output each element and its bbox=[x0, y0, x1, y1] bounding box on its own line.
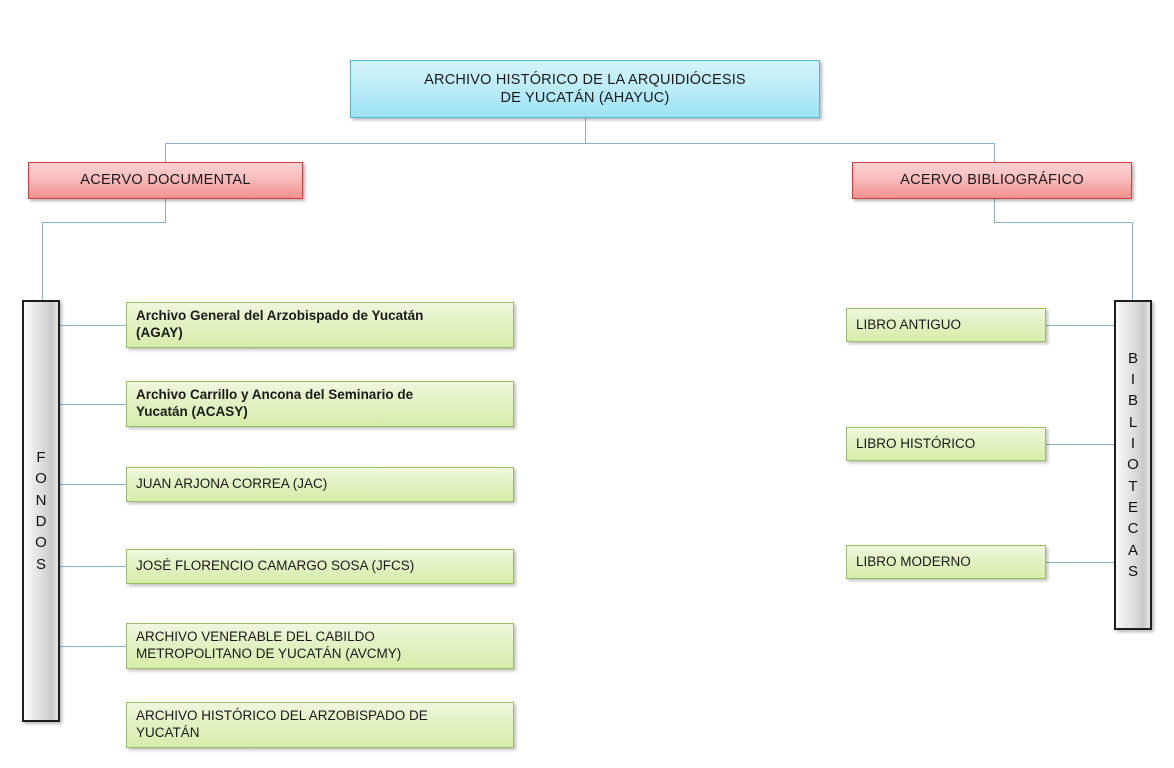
connector-bibliografico-stem bbox=[994, 199, 995, 223]
connector-bus-to-documental bbox=[165, 143, 166, 162]
connector-root-bus bbox=[165, 143, 995, 144]
connector-documental-to-fondos bbox=[42, 222, 43, 300]
bibliotecas-letter-b1: B bbox=[1127, 349, 1138, 367]
connector-fondos-leaf-4 bbox=[60, 566, 126, 567]
connector-fondos-leaf-3 bbox=[60, 484, 126, 485]
bibliotecas-letter-i1: I bbox=[1130, 371, 1136, 389]
fondos-letter-n: N bbox=[35, 491, 47, 509]
node-root-line2: DE YUCATÁN (AHAYUC) bbox=[500, 90, 670, 106]
connector-bus-to-bibliografico bbox=[994, 143, 995, 162]
fondos-letter-d: D bbox=[35, 513, 47, 530]
biblioteca-item-libro-antiguo-label: LIBRO ANTIGUO bbox=[856, 316, 962, 332]
fondos-item-acasy-line2: Yucatán (ACASY) bbox=[136, 404, 248, 419]
connector-bibliotecas-leaf-1 bbox=[1046, 325, 1114, 326]
node-fondos-item-avcmy[interactable]: ARCHIVO VENERABLE DEL CABILDO METROPOLIT… bbox=[126, 623, 514, 669]
fondos-letter-o2: O bbox=[35, 534, 47, 552]
fondos-item-avcmy-line1: ARCHIVO VENERABLE DEL CABILDO bbox=[136, 629, 375, 645]
node-root-line1: ARCHIVO HISTÓRICO DE LA ARQUIDIÓCESIS bbox=[424, 71, 746, 88]
node-fondos-item-acasy[interactable]: Archivo Carrillo y Ancona del Seminario … bbox=[126, 381, 514, 427]
node-spine-fondos[interactable]: F O N D O S bbox=[22, 300, 60, 722]
node-biblioteca-item-libro-moderno[interactable]: LIBRO MODERNO bbox=[846, 545, 1046, 579]
fondos-item-agay-line1: Archivo General del Arzobispado de Yucat… bbox=[136, 308, 424, 324]
connector-documental-stem bbox=[165, 199, 166, 223]
fondos-item-acasy-line1: Archivo Carrillo y Ancona del Seminario … bbox=[136, 387, 414, 403]
node-fondos-item-jfcs[interactable]: JOSÉ FLORENCIO CAMARGO SOSA (JFCS) bbox=[126, 549, 514, 584]
bibliotecas-letter-i2: I bbox=[1130, 435, 1136, 453]
fondos-letter-o1: O bbox=[35, 470, 47, 488]
fondos-letter-s: S bbox=[35, 555, 46, 573]
node-fondos-item-jac[interactable]: JUAN ARJONA CORREA (JAC) bbox=[126, 467, 514, 502]
node-acervo-bibliografico-label: ACERVO BIBLIOGRÁFICO bbox=[900, 172, 1084, 189]
bibliotecas-letter-c: C bbox=[1127, 520, 1139, 538]
connector-bibliotecas-leaf-2 bbox=[1046, 444, 1114, 445]
bibliotecas-letter-s2: S bbox=[1127, 562, 1138, 580]
bibliotecas-letter-o: O bbox=[1127, 456, 1139, 474]
node-biblioteca-item-libro-antiguo[interactable]: LIBRO ANTIGUO bbox=[846, 308, 1046, 342]
fondos-item-ahay-line1: ARCHIVO HISTÓRICO DEL ARZOBISPADO DE bbox=[136, 708, 428, 724]
node-fondos-item-ahay[interactable]: ARCHIVO HISTÓRICO DEL ARZOBISPADO DE YUC… bbox=[126, 702, 514, 748]
node-fondos-item-agay[interactable]: Archivo General del Arzobispado de Yucat… bbox=[126, 302, 514, 348]
fondos-item-agay-line2: (AGAY) bbox=[136, 325, 183, 340]
fondos-item-jfcs-label: JOSÉ FLORENCIO CAMARGO SOSA (JFCS) bbox=[136, 558, 415, 574]
node-biblioteca-item-libro-historico[interactable]: LIBRO HISTÓRICO bbox=[846, 427, 1046, 461]
connector-documental-elbow bbox=[42, 222, 166, 223]
connector-fondos-leaf-5 bbox=[60, 646, 126, 647]
connector-bibliotecas-leaf-3 bbox=[1046, 562, 1114, 563]
bibliotecas-letter-t: T bbox=[1128, 477, 1138, 495]
node-root-ahayuc[interactable]: ARCHIVO HISTÓRICO DE LA ARQUIDIÓCESIS DE… bbox=[350, 60, 820, 118]
node-acervo-bibliografico[interactable]: ACERVO BIBLIOGRÁFICO bbox=[852, 162, 1132, 199]
connector-bibliografico-to-bibliotecas bbox=[1132, 222, 1133, 300]
biblioteca-item-libro-historico-label: LIBRO HISTÓRICO bbox=[856, 435, 976, 451]
fondos-item-avcmy-line2: METROPOLITANO DE YUCATÁN (AVCMY) bbox=[136, 646, 402, 661]
connector-bibliografico-elbow bbox=[994, 222, 1133, 223]
bibliotecas-letter-a: A bbox=[1127, 541, 1138, 559]
connector-fondos-leaf-1 bbox=[60, 325, 126, 326]
biblioteca-item-libro-moderno-label: LIBRO MODERNO bbox=[856, 553, 971, 569]
fondos-item-jac-label: JUAN ARJONA CORREA (JAC) bbox=[136, 476, 328, 492]
bibliotecas-letter-b2: B bbox=[1127, 392, 1138, 410]
bibliotecas-letter-l: L bbox=[1128, 413, 1138, 431]
node-acervo-documental-label: ACERVO DOCUMENTAL bbox=[80, 172, 251, 189]
fondos-item-ahay-line2: YUCATÁN bbox=[136, 725, 200, 740]
fondos-letter-f: F bbox=[36, 449, 46, 467]
node-spine-bibliotecas[interactable]: B I B L I O T E C A S bbox=[1114, 300, 1152, 630]
bibliotecas-letter-e: E bbox=[1127, 498, 1138, 516]
connector-fondos-leaf-2 bbox=[60, 404, 126, 405]
connector-root-stem bbox=[585, 118, 586, 144]
node-acervo-documental[interactable]: ACERVO DOCUMENTAL bbox=[28, 162, 303, 199]
